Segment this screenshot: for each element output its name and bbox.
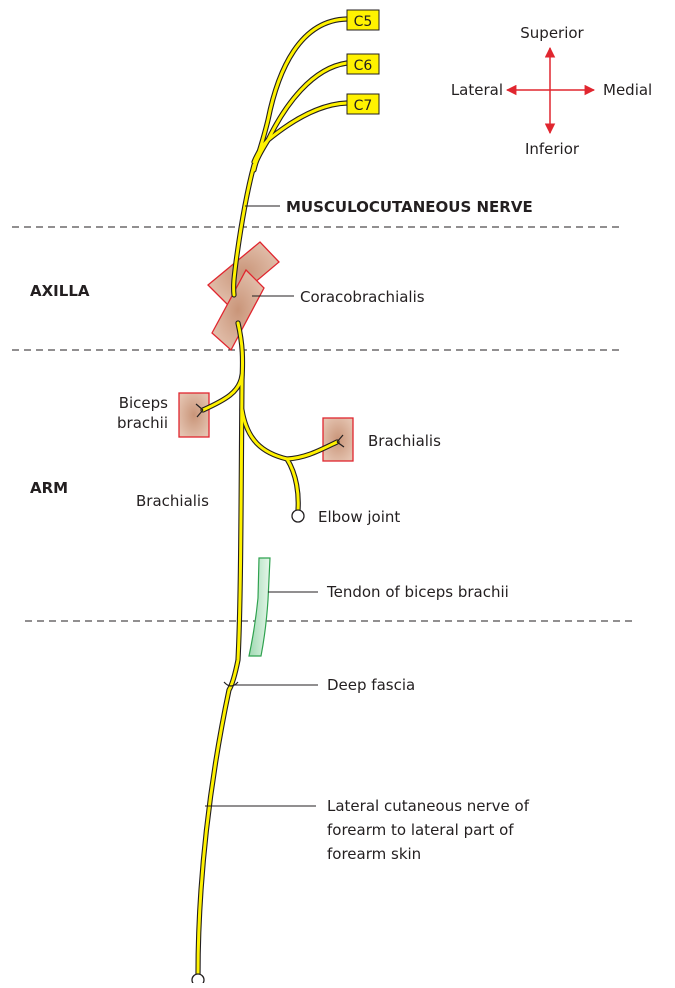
biceps-tendon [248, 557, 271, 657]
brachialis-left-label: Brachialis [136, 492, 209, 510]
deep-fascia-piercing [223, 681, 239, 687]
brachialis-muscle [322, 417, 354, 462]
elbow-joint-label: Elbow joint [318, 508, 400, 526]
inferior-label: Inferior [525, 140, 580, 158]
root-c7: C7 [346, 93, 380, 115]
lateral-cutaneous-label-line1: Lateral cutaneous nerve of [327, 797, 530, 815]
root-c6: C6 [346, 53, 380, 75]
root-c6-label: C6 [354, 58, 373, 74]
biceps-label-line1: Biceps [119, 394, 168, 412]
nerve-fill [196, 17, 349, 977]
axilla-region-label: AXILLA [30, 282, 90, 300]
lateral-label: Lateral [451, 81, 503, 99]
deep-fascia-label: Deep fascia [327, 676, 415, 694]
biceps-label-line2: brachii [117, 414, 168, 432]
biceps-nerve-ending [195, 403, 204, 418]
lateral-cutaneous-label-line2: forearm to lateral part of [327, 821, 514, 839]
biceps-brachii-muscle [178, 392, 210, 438]
medial-label: Medial [603, 81, 652, 99]
lateral-cutaneous-label-line3: forearm skin [327, 845, 421, 863]
root-c5-label: C5 [354, 14, 373, 30]
elbow-joint-terminal [291, 509, 305, 523]
tendon-label: Tendon of biceps brachii [326, 583, 509, 601]
leader-lines [205, 205, 318, 807]
forearm-skin-terminal [191, 973, 205, 987]
brachialis-nerve-ending [336, 434, 345, 448]
root-c7-label: C7 [354, 98, 373, 114]
root-c5: C5 [346, 9, 380, 31]
superior-label: Superior [520, 24, 584, 42]
orientation-compass: Superior Inferior Lateral Medial [451, 24, 652, 158]
nerve-outline [195, 16, 350, 978]
nerve-name-label: MUSCULOCUTANEOUS NERVE [286, 198, 533, 216]
arm-region-label: ARM [30, 479, 68, 497]
brachialis-right-label: Brachialis [368, 432, 441, 450]
coracobrachialis-label: Coracobrachialis [300, 288, 425, 306]
